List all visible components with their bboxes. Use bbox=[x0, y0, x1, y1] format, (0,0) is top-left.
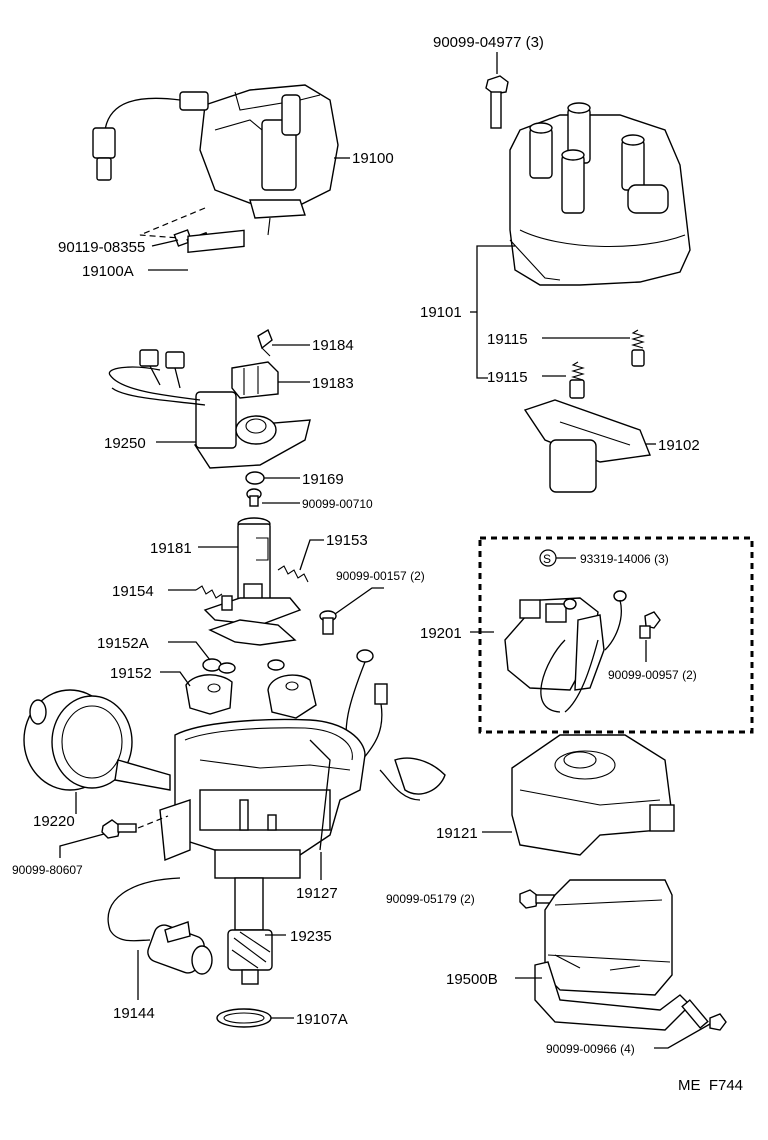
label-19107A: 19107A bbox=[296, 1011, 348, 1028]
weight-19152-right bbox=[267, 674, 317, 719]
label-90099-00966: 90099-00966 (4) bbox=[546, 1042, 635, 1056]
label-90099-00157: 90099-00157 (2) bbox=[336, 569, 425, 583]
label-19115-upper: 19115 bbox=[487, 331, 528, 348]
igniter-19201 bbox=[504, 590, 627, 713]
label-19201: 19201 bbox=[420, 625, 462, 642]
screw-90099-00966 bbox=[681, 999, 727, 1031]
label-19184: 19184 bbox=[312, 337, 354, 354]
label-19152: 19152 bbox=[110, 665, 152, 682]
label-90119-08355: 90119-08355 bbox=[58, 239, 145, 256]
leader-dashed bbox=[139, 207, 206, 239]
rotor-19102 bbox=[523, 399, 651, 493]
label-19102: 19102 bbox=[658, 437, 700, 454]
label-19153: 19153 bbox=[326, 532, 368, 549]
distributor-assembly-drawing bbox=[92, 84, 339, 236]
screw-90099-00710 bbox=[246, 488, 262, 507]
screw-90099-00957 bbox=[639, 611, 661, 639]
spring-19153 bbox=[277, 565, 309, 583]
clip-19152A-left bbox=[202, 658, 236, 674]
label-plate-19100A bbox=[187, 229, 245, 254]
label-19101: 19101 bbox=[420, 304, 462, 321]
spring-19115-lower bbox=[569, 361, 585, 399]
label-90099-05179: 90099-05179 (2) bbox=[386, 892, 475, 906]
spring-19154 bbox=[195, 585, 233, 611]
clip-19152A-right bbox=[267, 659, 285, 671]
condenser-19144 bbox=[107, 877, 213, 975]
weight-19152-left bbox=[185, 674, 233, 715]
label-90099-00957: 90099-00957 (2) bbox=[608, 668, 697, 682]
label-19154: 19154 bbox=[112, 583, 154, 600]
igniter-group-frame bbox=[478, 536, 754, 734]
diagram-code: ME F744 bbox=[678, 1077, 743, 1094]
distributor-cap-drawing bbox=[509, 102, 691, 286]
label-19183: 19183 bbox=[312, 375, 354, 392]
label-90099-04977: 90099-04977 (3) bbox=[433, 34, 544, 51]
label-19115-lower: 19115 bbox=[487, 369, 528, 386]
label-19181: 19181 bbox=[150, 540, 192, 557]
label-19250: 19250 bbox=[104, 435, 146, 452]
signal-generator-19250 bbox=[108, 349, 311, 469]
screw-90099-80607 bbox=[101, 819, 137, 839]
cover-19500B bbox=[534, 879, 691, 1031]
label-19152A: 19152A bbox=[97, 635, 149, 652]
label-s-marker: S bbox=[543, 552, 551, 566]
label-19235: 19235 bbox=[290, 928, 332, 945]
washer-19169 bbox=[245, 471, 265, 485]
label-19100A: 19100A bbox=[82, 263, 134, 280]
label-19169: 19169 bbox=[302, 471, 344, 488]
bolt-90099-04977 bbox=[485, 75, 509, 129]
label-19100: 19100 bbox=[352, 150, 394, 167]
label-90099-80607: 90099-80607 bbox=[12, 863, 83, 877]
housing-19127 bbox=[159, 718, 366, 879]
wire-harness bbox=[345, 649, 446, 801]
bracket-19183 bbox=[231, 361, 279, 399]
spring-19115-upper bbox=[631, 329, 645, 367]
label-90099-00710: 90099-00710 bbox=[302, 497, 373, 511]
label-19220: 19220 bbox=[33, 813, 75, 830]
o-ring-19107A bbox=[216, 1008, 272, 1028]
clip-19184 bbox=[257, 328, 273, 357]
shaft-gear-19235 bbox=[227, 877, 273, 985]
cam-shaft-19181 bbox=[203, 517, 302, 646]
screw-90099-05179 bbox=[519, 889, 555, 909]
label-19144: 19144 bbox=[113, 1005, 155, 1022]
screw-90099-00157 bbox=[319, 610, 337, 635]
label-19127: 19127 bbox=[296, 885, 338, 902]
label-19121: 19121 bbox=[436, 825, 478, 842]
vacuum-advance-19220 bbox=[23, 689, 171, 791]
label-19500B: 19500B bbox=[446, 971, 498, 988]
label-93319-14006: 93319-14006 (3) bbox=[580, 552, 669, 566]
cover-19121 bbox=[511, 734, 675, 856]
